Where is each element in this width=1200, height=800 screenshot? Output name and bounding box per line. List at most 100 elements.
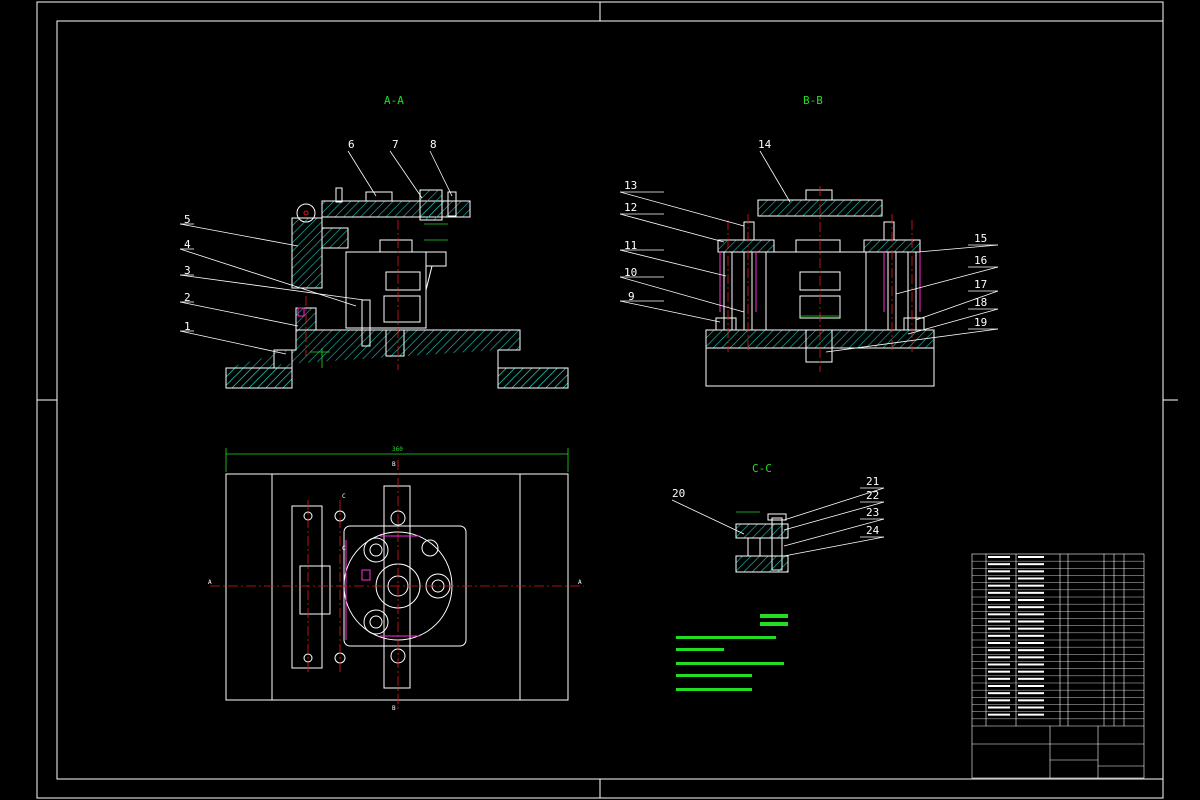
callout-12: 12	[624, 201, 637, 214]
parts-list-rows	[972, 556, 1144, 720]
parts-list-cell-text	[988, 627, 1010, 630]
aa-center-lines	[305, 220, 399, 370]
sheet-frame	[36, 1, 1178, 799]
bb-leader-lines	[619, 150, 999, 353]
callout-9: 9	[628, 290, 635, 303]
section-marker-c-bottom: C	[342, 545, 346, 552]
aa-highlight-mark	[297, 307, 305, 317]
parts-list-cell-text	[988, 713, 1010, 716]
callout-23: 23	[866, 506, 879, 519]
parts-list-cell-text	[988, 599, 1010, 601]
parts-list-cell-text	[1018, 563, 1044, 566]
plan-dimension	[225, 448, 569, 472]
parts-list-cell-text	[988, 577, 1010, 580]
callout-11: 11	[624, 239, 637, 252]
parts-list-cell-text	[1018, 692, 1044, 695]
parts-list-cell-text	[988, 692, 1010, 695]
overall-width-dimension: 360	[392, 446, 403, 453]
section-title-cc: C-C	[752, 462, 772, 475]
aa-leader-lines	[179, 150, 453, 355]
plan-base-outline	[225, 473, 569, 701]
callout-16: 16	[974, 254, 987, 267]
parts-list-cell-text	[988, 634, 1010, 637]
parts-list-cell-text	[988, 656, 1010, 659]
cc-leader-lines	[671, 487, 885, 557]
callout-14: 14	[758, 138, 772, 151]
parts-list-cell-text	[1018, 584, 1044, 587]
callout-22: 22	[866, 489, 879, 502]
parts-list-cell-text	[988, 584, 1010, 587]
bb-center-lines	[727, 186, 913, 372]
parts-list-cell-text	[988, 563, 1010, 566]
parts-list-cell-text	[988, 685, 1010, 687]
technical-notes	[676, 614, 788, 691]
callout-4: 4	[184, 238, 191, 251]
callout-3: 3	[184, 264, 191, 277]
parts-list-cell-text	[988, 670, 1010, 673]
parts-list-cell-text	[988, 706, 1010, 709]
section-title-bb: B-B	[803, 94, 823, 107]
parts-list-cell-text	[988, 642, 1010, 644]
aa-support-bracket	[291, 217, 323, 289]
section-marker-b-top: B	[392, 461, 396, 468]
section-marker-a-right: A	[578, 579, 582, 586]
callout-17: 17	[974, 278, 987, 291]
parts-list-cell-text	[988, 620, 1010, 623]
callout-18: 18	[974, 296, 987, 309]
hinge-pin-icon	[296, 203, 316, 223]
parts-list-cell-text	[1018, 634, 1044, 637]
plan-center-lines	[210, 460, 584, 710]
callout-7: 7	[392, 138, 399, 151]
parts-list-cell-text	[988, 606, 1010, 609]
callout-5: 5	[184, 213, 191, 226]
parts-list-cell-text	[1018, 599, 1044, 601]
parts-list-table	[971, 553, 1145, 779]
callout-6: 6	[348, 138, 355, 151]
parts-list-cell-text	[988, 613, 1010, 616]
cc-section-view	[735, 513, 789, 573]
parts-list-cell-text	[1018, 649, 1044, 652]
bb-highlight-marks	[719, 252, 921, 312]
parts-list-cell-text	[1018, 677, 1044, 680]
parts-list-cell-text	[988, 591, 1010, 594]
aa-dimensions	[310, 223, 448, 368]
parts-list-cell-text	[988, 677, 1010, 680]
parts-list-cell-text	[1018, 699, 1044, 702]
parts-list-cell-text	[1018, 613, 1044, 616]
section-marker-a-left: A	[208, 579, 212, 586]
parts-list-cell-text	[1018, 627, 1044, 630]
parts-list-cell-text	[988, 663, 1010, 666]
parts-list-cell-text	[1018, 713, 1044, 716]
section-marker-c-top: C	[342, 493, 346, 500]
parts-list-cell-text	[988, 699, 1010, 702]
callout-19: 19	[974, 316, 987, 329]
callout-1: 1	[184, 320, 191, 333]
parts-list-cell-text	[1018, 685, 1044, 687]
callout-20: 20	[672, 487, 685, 500]
callout-13: 13	[624, 179, 637, 192]
callout-10: 10	[624, 266, 637, 279]
parts-list-cell-text	[988, 556, 1010, 558]
parts-list-cell-text	[988, 649, 1010, 652]
parts-list-cell-text	[1018, 570, 1044, 573]
callout-15: 15	[974, 232, 987, 245]
parts-list-cell-text	[1018, 591, 1044, 594]
parts-list-cell-text	[1018, 577, 1044, 580]
callout-8: 8	[430, 138, 437, 151]
parts-list-cell-text	[1018, 556, 1044, 558]
plan-view	[225, 473, 569, 701]
parts-list-cell-text	[1018, 606, 1044, 609]
parts-list-cell-text	[1018, 656, 1044, 659]
plan-highlight-marks	[345, 535, 420, 640]
callout-2: 2	[184, 291, 191, 304]
parts-list-cell-text	[1018, 670, 1044, 673]
parts-list-cell-text	[1018, 706, 1044, 709]
parts-list-cell-text	[1018, 663, 1044, 666]
section-title-aa: A-A	[384, 94, 404, 107]
parts-list-cell-text	[1018, 620, 1044, 623]
parts-list-cell-text	[988, 570, 1010, 573]
aa-section-view	[225, 187, 569, 389]
parts-list-cell-text	[1018, 642, 1044, 644]
callout-24: 24	[866, 524, 880, 537]
